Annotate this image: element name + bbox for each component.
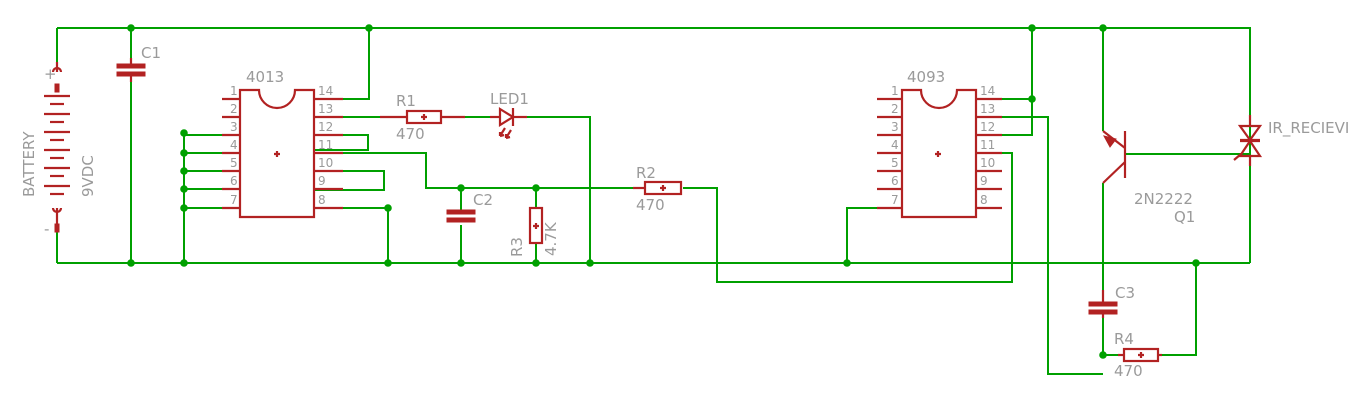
r4-value-label: 470: [1114, 362, 1143, 380]
ic2-pin-label: 4: [891, 138, 899, 152]
ic2-pin-label: 1: [891, 84, 899, 98]
battery-symbol: [44, 62, 70, 233]
ic2-pin-label: 11: [980, 138, 995, 152]
ic1-pin-label: 10: [318, 156, 333, 170]
ic2-pin-label: 5: [891, 156, 899, 170]
junction-dot: [586, 259, 594, 267]
r1-name-label: R1: [396, 92, 416, 110]
ic1-pin-label: 9: [318, 174, 326, 188]
resistor-r4: [1118, 347, 1162, 363]
junction-dot: [1028, 24, 1036, 32]
capacitor-c1: [116, 58, 146, 82]
junction-dot: [180, 129, 188, 137]
ic2-pin-label: 13: [980, 102, 995, 116]
battery-name-label: BATTERY: [20, 131, 38, 197]
ic1-pin-label: 4: [230, 138, 238, 152]
ic2-pin-label: 9: [980, 174, 988, 188]
ic2-pin-label: 3: [891, 120, 899, 134]
led1-label: LED1: [490, 90, 529, 108]
junction-dot: [532, 259, 540, 267]
battery-plus-sign: +: [44, 65, 57, 83]
junction-dot: [843, 259, 851, 267]
ic1-pin-label: 12: [318, 120, 333, 134]
c1-label: C1: [141, 44, 161, 62]
junctions: [127, 24, 1200, 359]
ir-receiver-label: IR_RECIEVI: [1268, 119, 1349, 138]
ic1-pin-label: 13: [318, 102, 333, 116]
ic1-pin-label: 2: [230, 102, 238, 116]
q1-value-label: 2N2222: [1134, 190, 1193, 208]
ic1-pin-label: 6: [230, 174, 238, 188]
junction-dot: [1099, 351, 1107, 359]
ic1-pin-label: 11: [318, 138, 333, 152]
ic2-pin-label: 14: [980, 84, 995, 98]
r3-name-label: R3: [508, 237, 526, 257]
junction-dot: [1028, 95, 1036, 103]
ic1-pin-label: 8: [318, 193, 326, 207]
ir-receiver: [1233, 115, 1263, 166]
capacitor-c3: [1088, 290, 1118, 318]
capacitor-c2: [446, 209, 476, 223]
junction-dot: [180, 167, 188, 175]
ic2-pin-label: 2: [891, 102, 899, 116]
ic1-pin-label: 5: [230, 156, 238, 170]
junction-dot: [365, 24, 373, 32]
junction-dot: [457, 184, 465, 192]
battery-minus-sign: -: [44, 220, 49, 238]
r1-value-label: 470: [396, 125, 425, 143]
ic2-pin-label: 7: [891, 193, 899, 207]
ic2-pin-label: 6: [891, 174, 899, 188]
resistor-r3: [528, 206, 544, 245]
q1-name-label: Q1: [1174, 208, 1195, 226]
junction-dot: [1192, 259, 1200, 267]
junction-dot: [180, 259, 188, 267]
ic-4093: [877, 88, 1002, 219]
ic2-pin-label: 10: [980, 156, 995, 170]
r3-value-label: 4.7K: [542, 221, 560, 256]
ic2-pin-label: 12: [980, 120, 995, 134]
resistor-r1: [380, 109, 465, 125]
ic2-pin-label: 8: [980, 193, 988, 207]
ic-4013: [222, 88, 343, 219]
junction-dot: [384, 259, 392, 267]
resistor-r2: [633, 180, 683, 196]
transistor-q1: [1102, 130, 1127, 184]
junction-dot: [180, 204, 188, 212]
ic1-pin-label: 14: [318, 84, 333, 98]
c3-label: C3: [1115, 284, 1135, 302]
battery-value-label: 9VDC: [79, 155, 97, 197]
junction-dot: [180, 185, 188, 193]
ic1-pin-label: 7: [230, 193, 238, 207]
junction-dot: [127, 259, 135, 267]
junction-dot: [1099, 24, 1107, 32]
r2-name-label: R2: [636, 164, 656, 182]
r2-value-label: 470: [636, 196, 665, 214]
ic1-pin-label: 1: [230, 84, 238, 98]
junction-dot: [127, 24, 135, 32]
junction-dot: [384, 204, 392, 212]
c2-label: C2: [473, 191, 493, 209]
junction-dot: [180, 149, 188, 157]
junction-dot: [457, 259, 465, 267]
r4-name-label: R4: [1114, 330, 1134, 348]
led-led1: [490, 107, 527, 140]
ic1-pin-label: 3: [230, 120, 238, 134]
junction-dot: [532, 184, 540, 192]
ic1-name-label: 4013: [246, 68, 284, 86]
ic2-name-label: 4093: [907, 68, 945, 86]
